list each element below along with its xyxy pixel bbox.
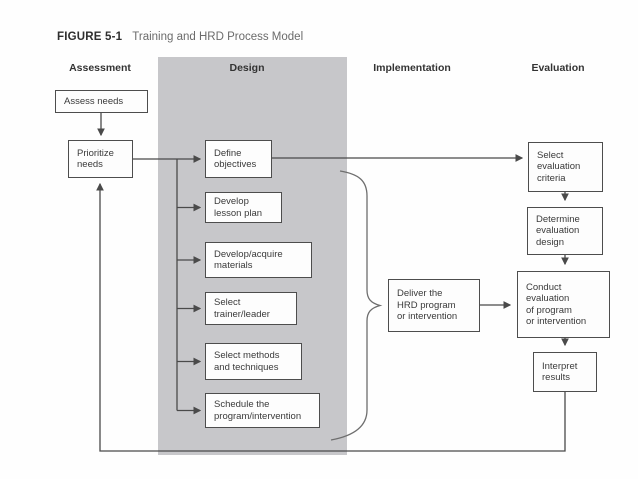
node-deliver-hrd-program: Deliver the HRD program or intervention [388,279,480,332]
node-select-evaluation-criteria: Select evaluation criteria [528,142,603,192]
node-select-trainer-leader: Select trainer/leader [205,292,297,325]
column-header-design: Design [229,62,265,74]
design-outputs-brace [330,170,383,441]
node-interpret-results: Interpret results [533,352,597,392]
node-select-methods-techniques: Select methods and techniques [205,343,302,380]
figure-number: FIGURE 5-1 [57,31,123,43]
node-prioritize-needs: Prioritize needs [68,140,133,178]
column-header-evaluation: Evaluation [531,62,585,74]
node-conduct-evaluation: Conduct evaluation of program or interve… [517,271,610,338]
node-assess-needs: Assess needs [55,90,148,113]
edge-feedback-loop [96,182,566,452]
column-header-implementation: Implementation [373,62,451,74]
node-develop-lesson-plan: Develop lesson plan [205,192,282,223]
figure-title: Training and HRD Process Model [132,31,304,43]
figure-caption: FIGURE 5-1 Training and HRD Process Mode… [57,31,303,43]
node-develop-acquire-materials: Develop/acquire materials [205,242,312,278]
node-schedule-program-intervention: Schedule the program/intervention [205,393,320,428]
node-define-objectives: Define objectives [205,140,272,178]
column-header-assessment: Assessment [69,62,131,74]
node-determine-evaluation-design: Determine evaluation design [527,207,603,255]
